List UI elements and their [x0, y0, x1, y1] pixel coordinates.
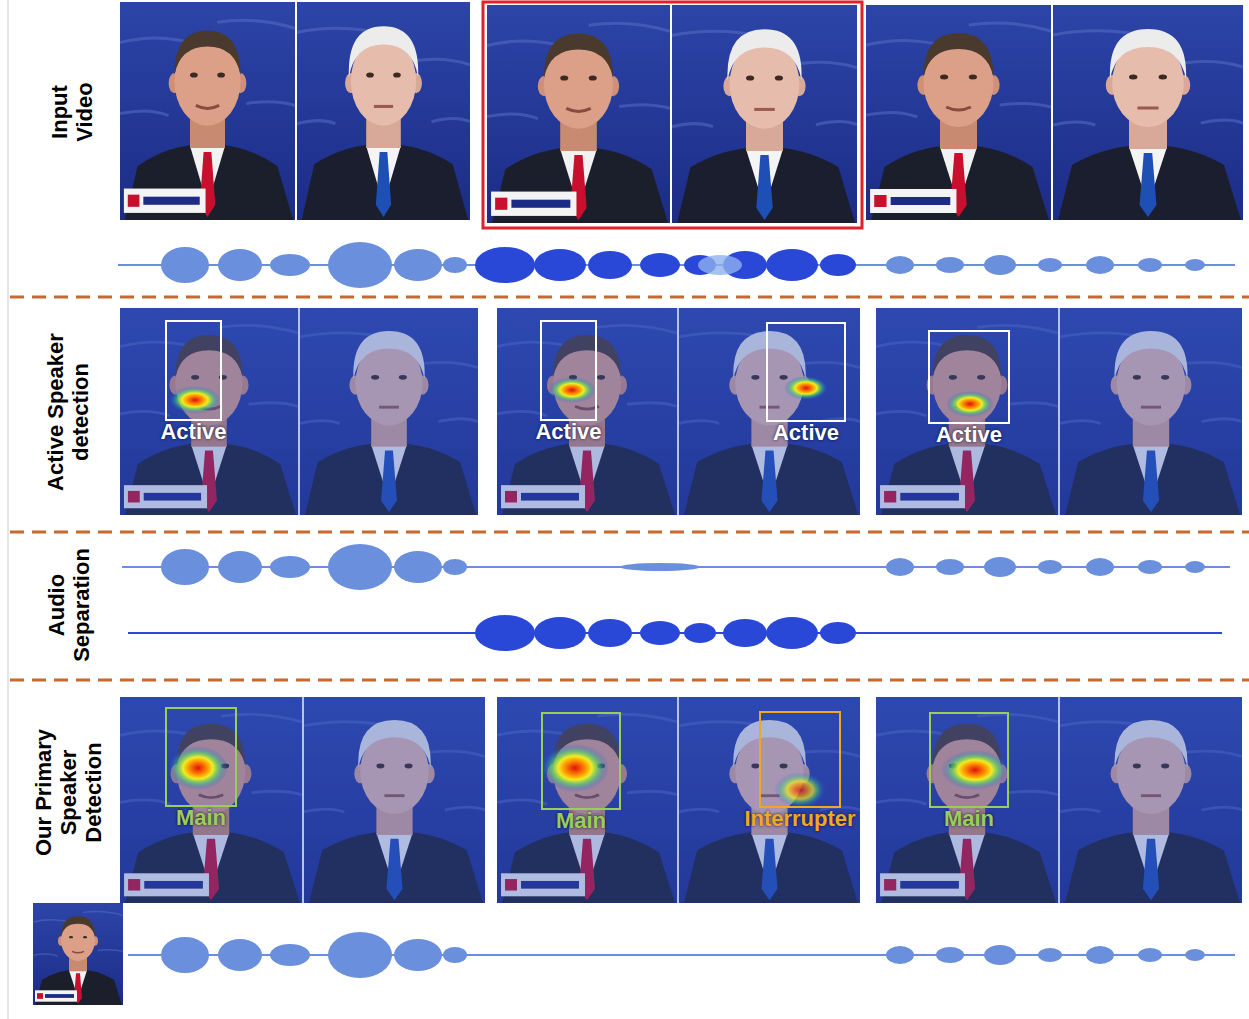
- speaker-label: Active: [936, 422, 1002, 448]
- face-box: Main: [165, 707, 237, 807]
- face-box: Main: [541, 712, 621, 810]
- face-box: Active: [928, 330, 1010, 424]
- row-label: Our Primary Speaker Detection: [31, 702, 106, 882]
- face-box: Interrupter: [759, 711, 841, 808]
- face-box: Active: [540, 320, 597, 421]
- row-label: Active Speaker detection: [43, 317, 93, 507]
- row-label: Input Video: [47, 72, 97, 152]
- face-box: Active: [766, 322, 846, 422]
- speaker-label: Active: [773, 420, 839, 446]
- speaker-label: Active: [535, 419, 601, 445]
- speaker-label: Main: [176, 805, 226, 831]
- speaker-label: Main: [944, 806, 994, 832]
- face-box: Active: [165, 320, 222, 421]
- row-label: Audio Separation: [43, 543, 93, 668]
- face-box: Main: [929, 712, 1009, 808]
- speaker-label: Active: [160, 419, 226, 445]
- speaker-label: Interrupter: [744, 806, 855, 832]
- speaker-label: Main: [556, 808, 606, 834]
